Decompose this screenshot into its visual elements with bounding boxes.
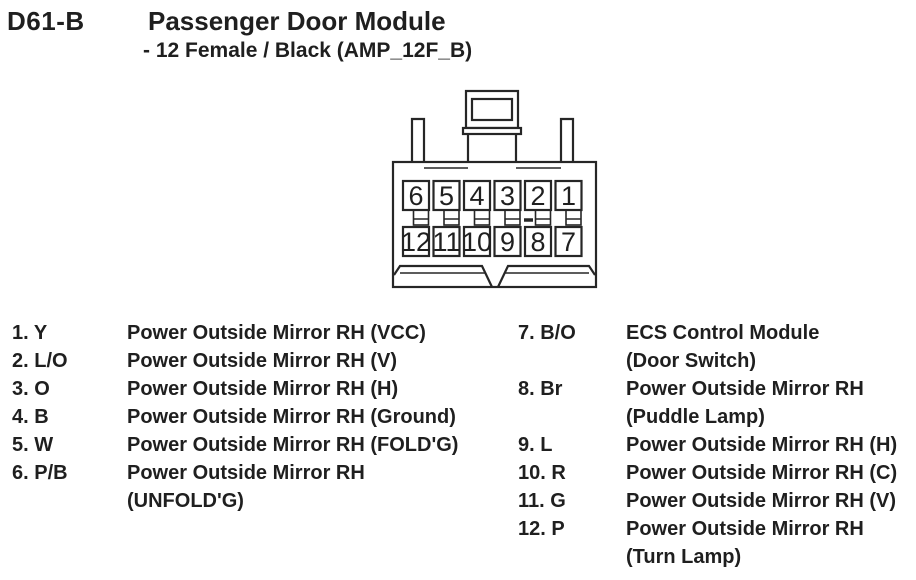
pin-entry-7: 7. B/O ECS Control Module (Door Switch) [518, 319, 914, 375]
pin-cavity-10 [462, 225, 492, 258]
lock-tab-inner [470, 97, 514, 122]
pin-number-3: 3 [500, 181, 515, 211]
key-strip-left [393, 264, 493, 288]
pin-function: Power Outside Mirror RH (V) [127, 350, 398, 372]
pin-label: 4. B [12, 406, 49, 428]
lock-tab-collar [461, 126, 523, 136]
pin-entry-3: 3. O Power Outside Mirror RH (H) [12, 375, 482, 403]
pin-cavity-7 [554, 225, 583, 258]
contact-tabs [412, 209, 582, 226]
pin-label: 7. B/O [518, 322, 576, 344]
contact-tab [565, 209, 582, 226]
contact-tab [534, 209, 552, 226]
pin-label: 2. L/O [12, 350, 68, 372]
pin-number-11: 11 [432, 227, 460, 257]
pin-label: 8. Br [518, 378, 563, 400]
pin-cavity-2 [523, 179, 553, 212]
key-strip-right [497, 264, 596, 288]
contact-tab [504, 209, 521, 226]
pin-function: Power Outside Mirror RH (Puddle Lamp) [626, 378, 864, 428]
left-prong [410, 117, 426, 163]
pin-number-1: 1 [561, 181, 576, 211]
pin-list-left: 1. Y Power Outside Mirror RH (VCC) 2. L/… [12, 319, 482, 515]
pin-label: 5. W [12, 434, 54, 456]
pin-label: 6. P/B [12, 462, 68, 484]
pin-cavity-9 [493, 225, 522, 258]
pin-label: 1. Y [12, 322, 48, 344]
pin-label: 9. L [518, 434, 553, 456]
pin-cavity-11 [432, 225, 461, 258]
pin-entry-11: 11. G Power Outside Mirror RH (V) [518, 487, 914, 515]
pin-entry-1: 1. Y Power Outside Mirror RH (VCC) [12, 319, 482, 347]
lock-tab-stem [466, 134, 518, 162]
pin-entry-10: 10. R Power Outside Mirror RH (C) [518, 459, 914, 487]
bottom-key-strip [393, 264, 596, 288]
pin-number-6: 6 [408, 181, 423, 211]
pin-function: Power Outside Mirror RH (Ground) [127, 406, 456, 428]
pin-function: Power Outside Mirror RH (H) [626, 434, 898, 456]
pin-function: Power Outside Mirror RH (UNFOLD'G) [127, 462, 365, 512]
pin-label: 12. P [518, 518, 565, 540]
pin-row-top: 6 5 4 3 2 1 [401, 179, 583, 212]
pin-function: Power Outside Mirror RH (VCC) [127, 322, 426, 344]
pin-label: 3. O [12, 378, 50, 400]
pin-cavity-12 [401, 225, 431, 258]
page-title: Passenger Door Module [148, 6, 446, 36]
pin-list-right: 7. B/O ECS Control Module (Door Switch) … [518, 319, 914, 571]
pin-label: 10. R [518, 462, 566, 484]
pin-entry-9: 9. L Power Outside Mirror RH (H) [518, 431, 914, 459]
connector-body [391, 160, 598, 289]
connector-subtitle: - 12 Female / Black (AMP_12F_B) [143, 39, 473, 62]
pin-number-7: 7 [561, 227, 576, 257]
pin-function: Power Outside Mirror RH (FOLD'G) [127, 434, 459, 456]
pin-label: 11. G [518, 490, 566, 512]
contact-tab [473, 209, 491, 226]
pin-entry-12: 12. P Power Outside Mirror RH (Turn Lamp… [518, 515, 914, 571]
pin-function: ECS Control Module (Door Switch) [626, 322, 820, 372]
pin-cavity-8 [523, 225, 553, 258]
right-prong [559, 117, 575, 163]
pin-entry-8: 8. Br Power Outside Mirror RH (Puddle La… [518, 375, 914, 431]
pin-entry-2: 2. L/O Power Outside Mirror RH (V) [12, 347, 482, 375]
pin-number-9: 9 [500, 227, 515, 257]
pin-entry-6: 6. P/B Power Outside Mirror RH (UNFOLD'G… [12, 459, 482, 515]
connector-code: D61-B [7, 6, 85, 36]
pin-entry-5: 5. W Power Outside Mirror RH (FOLD'G) [12, 431, 482, 459]
pin-number-4: 4 [469, 181, 484, 211]
pin-entry-4: 4. B Power Outside Mirror RH (Ground) [12, 403, 482, 431]
pin-number-5: 5 [439, 181, 454, 211]
pin-number-2: 2 [530, 181, 545, 211]
pin-row-bottom: 12 11 10 9 8 7 [401, 225, 583, 258]
pin-function: Power Outside Mirror RH (Turn Lamp) [626, 518, 864, 568]
pin-function: Power Outside Mirror RH (C) [626, 462, 898, 484]
pin-function: Power Outside Mirror RH (H) [127, 378, 399, 400]
pin-function: Power Outside Mirror RH (V) [626, 490, 897, 512]
contact-tab [443, 209, 460, 226]
pin-number-12: 12 [401, 227, 431, 257]
lock-tab [461, 89, 523, 162]
connector-drawing: 6 5 4 3 2 1 12 11 10 [391, 89, 598, 289]
contact-tab [412, 209, 430, 226]
pin-number-8: 8 [530, 227, 545, 257]
pin-number-10: 10 [462, 227, 492, 257]
